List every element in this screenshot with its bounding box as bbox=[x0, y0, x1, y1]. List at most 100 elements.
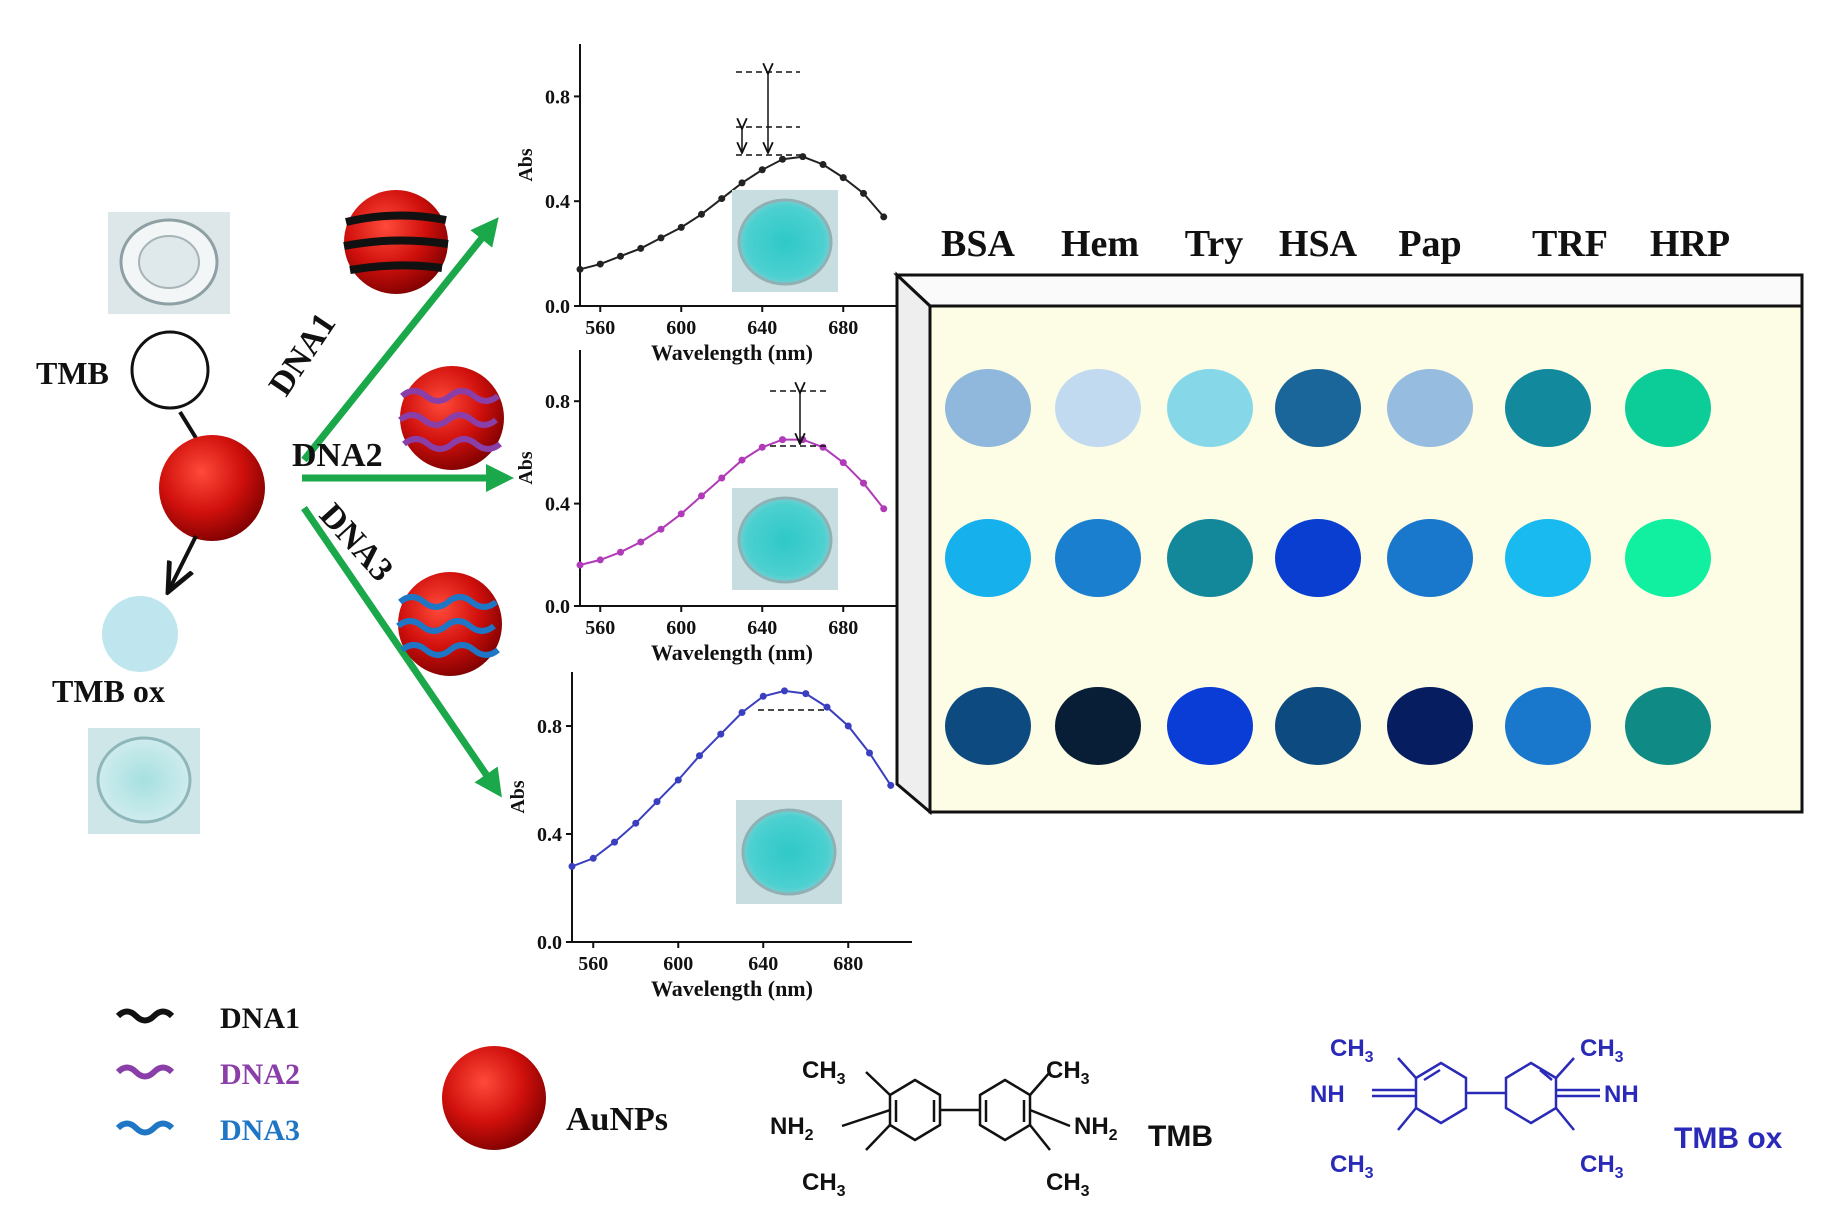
legend-aunp-icon bbox=[442, 1046, 546, 1150]
array-spot bbox=[1275, 519, 1361, 597]
data-point bbox=[823, 703, 831, 711]
oxidation-arrow bbox=[168, 535, 198, 592]
tmb-ox-ch3-top-right: CH3 bbox=[1580, 1035, 1624, 1066]
tmb-circle bbox=[130, 330, 210, 410]
x-tick-label: 680 bbox=[833, 953, 863, 975]
x-axis-label: Wavelength (nm) bbox=[651, 340, 813, 365]
data-point bbox=[696, 752, 703, 760]
array-spot bbox=[1625, 687, 1711, 765]
vial-photo-dna3 bbox=[736, 800, 842, 904]
tmb-ch3-bottom-left: CH3 bbox=[802, 1169, 846, 1200]
legend-aunps-label: AuNPs bbox=[566, 1101, 668, 1138]
data-point bbox=[799, 153, 807, 161]
data-point bbox=[758, 443, 766, 451]
data-point bbox=[758, 166, 766, 174]
y-tick-label: 0.8 bbox=[545, 86, 570, 108]
legend-dna3-swatch bbox=[115, 1120, 175, 1136]
tmb-ox-label: TMB ox bbox=[52, 673, 165, 709]
array-spot bbox=[1055, 369, 1141, 447]
data-point bbox=[860, 189, 867, 197]
tmb-structure-name: TMB bbox=[1148, 1120, 1213, 1153]
data-point bbox=[717, 730, 725, 738]
column-header-hrp: HRP bbox=[1650, 223, 1730, 265]
data-point bbox=[637, 538, 645, 546]
tmb-ox-structure bbox=[1372, 1057, 1600, 1131]
data-point bbox=[738, 709, 746, 716]
aunp-dna3 bbox=[396, 572, 502, 676]
data-point bbox=[698, 210, 705, 218]
data-point bbox=[657, 525, 665, 533]
dna1-arrow bbox=[301, 217, 499, 463]
array-spot bbox=[1275, 687, 1361, 765]
dna3-arrow bbox=[301, 506, 502, 798]
x-tick-label: 680 bbox=[828, 617, 858, 639]
data-point bbox=[738, 179, 746, 187]
x-axis-label: Wavelength (nm) bbox=[651, 976, 813, 1001]
x-tick-label: 680 bbox=[828, 317, 858, 339]
y-tick-label: 0.4 bbox=[545, 191, 570, 213]
x-tick-label: 600 bbox=[666, 617, 696, 639]
y-axis-label: Abs bbox=[507, 780, 529, 814]
tmb-ox-vial-photo bbox=[88, 728, 200, 834]
data-point bbox=[576, 265, 584, 273]
data-point bbox=[781, 687, 788, 695]
column-header-hem: Hem bbox=[1061, 223, 1139, 265]
array-spot bbox=[1625, 369, 1711, 447]
legend-dna3-label: DNA3 bbox=[220, 1114, 300, 1147]
x-tick-label: 600 bbox=[663, 953, 693, 975]
data-point bbox=[568, 862, 576, 870]
data-point bbox=[718, 474, 726, 482]
data-point bbox=[779, 436, 786, 444]
tmb-ch3-top-left: CH3 bbox=[802, 1057, 846, 1088]
column-header-try: Try bbox=[1185, 223, 1243, 265]
data-point bbox=[759, 692, 767, 700]
x-tick-label: 640 bbox=[748, 953, 778, 975]
legend-dna1-swatch bbox=[115, 1008, 175, 1024]
series-line bbox=[579, 438, 885, 566]
array-spot bbox=[1055, 519, 1141, 597]
data-point bbox=[589, 854, 597, 862]
data-point bbox=[839, 459, 847, 467]
tmb-ox-nh-right: NH bbox=[1604, 1081, 1639, 1108]
y-tick-label: 0.8 bbox=[545, 391, 570, 413]
data-point bbox=[844, 722, 852, 730]
data-point bbox=[718, 195, 726, 203]
array-spots bbox=[945, 369, 1711, 765]
x-tick-label: 600 bbox=[666, 317, 696, 339]
vial-photo-dna1 bbox=[732, 190, 838, 292]
array-spot bbox=[1167, 519, 1253, 597]
data-point bbox=[839, 174, 847, 182]
data-point bbox=[653, 798, 661, 806]
tmb-ch3-bottom-right: CH3 bbox=[1046, 1169, 1090, 1200]
array-spot bbox=[1505, 519, 1591, 597]
tmb-ox-nh-left: NH bbox=[1310, 1081, 1345, 1108]
x-axis-label: Wavelength (nm) bbox=[651, 640, 813, 665]
y-tick-label: 0.4 bbox=[545, 494, 570, 516]
data-point bbox=[576, 561, 584, 569]
tmb-vial-photo bbox=[108, 212, 230, 314]
array-spot bbox=[1625, 519, 1711, 597]
y-tick-label: 0.0 bbox=[537, 932, 562, 954]
tmb-ox-spot bbox=[102, 596, 178, 672]
array-spot bbox=[1387, 519, 1473, 597]
y-tick-label: 0.0 bbox=[545, 296, 570, 318]
data-point bbox=[674, 776, 682, 784]
array-spot bbox=[1055, 687, 1141, 765]
x-tick-label: 640 bbox=[747, 617, 777, 639]
data-point bbox=[611, 838, 618, 846]
data-point bbox=[866, 749, 873, 757]
series-line bbox=[571, 689, 892, 868]
data-point bbox=[880, 213, 888, 221]
data-point bbox=[657, 234, 665, 242]
legend-dna2-swatch bbox=[115, 1064, 175, 1080]
array-spot bbox=[1505, 687, 1591, 765]
dna1-arrow-label: DNA1 bbox=[262, 307, 343, 403]
array-spot bbox=[1387, 369, 1473, 447]
tmb-nh2-left: NH2 bbox=[770, 1113, 814, 1144]
data-point bbox=[819, 161, 827, 169]
data-point bbox=[802, 690, 810, 698]
array-spot bbox=[945, 519, 1031, 597]
y-tick-label: 0.4 bbox=[537, 824, 562, 846]
